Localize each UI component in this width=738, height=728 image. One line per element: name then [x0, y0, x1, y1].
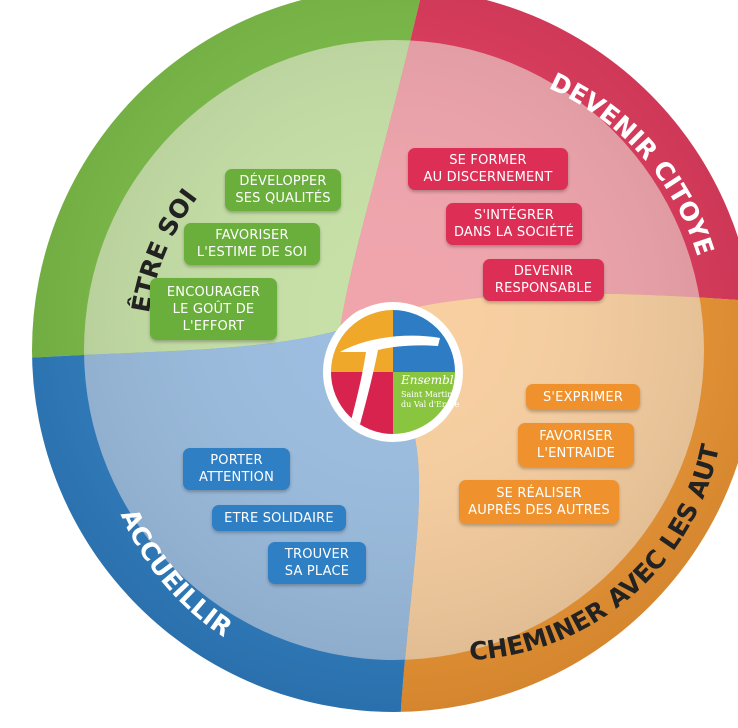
item-entraide: FAVORISER L'ENTRAIDE — [518, 423, 634, 467]
item-porter-attention: PORTER ATTENTION — [183, 448, 290, 490]
logo-cross-icon — [340, 335, 440, 432]
item-exprimer: S'EXPRIMER — [526, 384, 640, 410]
item-developper-qualites: DÉVELOPPER SES QUALITÉS — [225, 169, 341, 211]
item-gout-effort: ENCOURAGER LE GOÛT DE L'EFFORT — [150, 278, 277, 340]
center-logo: Ensemble Saint Martin du Val d'Erdre — [323, 302, 463, 442]
item-estime-de-soi: FAVORISER L'ESTIME DE SOI — [184, 223, 320, 265]
item-etre-solidaire: ETRE SOLIDAIRE — [212, 505, 346, 531]
logo-line1: Ensemble — [400, 373, 461, 387]
item-realiser: SE RÉALISER AUPRÈS DES AUTRES — [459, 480, 619, 524]
item-responsable: DEVENIR RESPONSABLE — [483, 259, 604, 301]
item-trouver-place: TROUVER SA PLACE — [268, 542, 366, 584]
logo-line3: du Val d'Erdre — [401, 400, 460, 409]
item-integrer-societe: S'INTÉGRER DANS LA SOCIÉTÉ — [446, 203, 582, 245]
item-discernement: SE FORMER AU DISCERNEMENT — [408, 148, 568, 190]
logo-line2: Saint Martin — [401, 390, 452, 399]
